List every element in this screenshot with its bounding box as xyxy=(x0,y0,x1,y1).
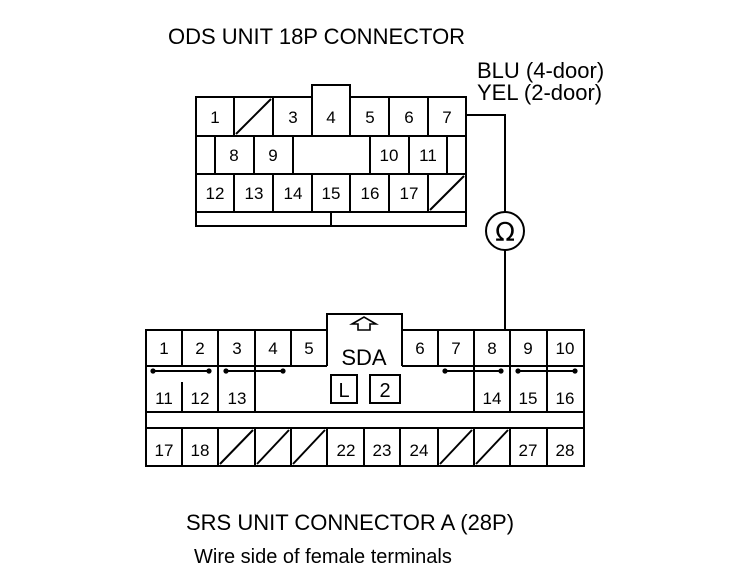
ods-pin: 15 xyxy=(322,184,341,203)
ods-pin: 3 xyxy=(288,108,297,127)
srs-connector-title: SRS UNIT CONNECTOR A (28P) xyxy=(186,510,515,535)
up-arrow-icon xyxy=(349,316,379,331)
test-wire xyxy=(466,114,506,330)
empty-cavity-slash xyxy=(429,175,465,211)
ods-pin: 17 xyxy=(400,184,419,203)
srs-pin: 9 xyxy=(523,339,532,358)
srs-pin: 11 xyxy=(155,389,173,408)
center-box-l xyxy=(330,374,358,404)
srs-pin: 5 xyxy=(304,339,313,358)
srs-pin: 12 xyxy=(191,389,210,408)
srs-pin: 3 xyxy=(232,339,241,358)
srs-connector xyxy=(145,313,585,467)
center-box-l-label: L xyxy=(338,380,349,402)
empty-cavity-slash xyxy=(235,98,272,135)
srs-pin: 23 xyxy=(373,441,392,460)
srs-pin: 24 xyxy=(410,441,429,460)
srs-pin: 27 xyxy=(519,441,538,460)
srs-pin: 15 xyxy=(519,389,538,408)
srs-pin: 16 xyxy=(556,389,575,408)
srs-pin: 18 xyxy=(191,441,210,460)
srs-pin: 1 xyxy=(159,339,168,358)
empty-cavity-slash xyxy=(439,429,473,465)
srs-pin: 28 xyxy=(556,441,575,460)
ods-pin: 9 xyxy=(268,146,277,165)
empty-cavity-slash xyxy=(475,429,509,465)
empty-cavity-slash xyxy=(256,429,290,465)
ods-pin: 5 xyxy=(365,108,374,127)
srs-pin: 22 xyxy=(337,441,356,460)
ods-pin: 4 xyxy=(326,108,335,127)
srs-pin: 2 xyxy=(195,339,204,358)
ods-pin: 1 xyxy=(210,108,219,127)
ohmmeter-icon xyxy=(485,211,525,251)
ods-pin: 11 xyxy=(419,146,437,165)
srs-pin: 14 xyxy=(483,389,502,408)
srs-pin: 7 xyxy=(451,339,460,358)
center-box-2-label: 2 xyxy=(379,380,390,402)
ods-pin: 7 xyxy=(442,108,451,127)
ods-pin: 13 xyxy=(245,184,264,203)
ods-connector xyxy=(195,84,467,227)
ods-pin: 12 xyxy=(206,184,225,203)
srs-pin: 10 xyxy=(556,339,575,358)
srs-pin: 13 xyxy=(228,389,247,408)
srs-pin: 6 xyxy=(415,339,424,358)
srs-pin: 8 xyxy=(487,339,496,358)
ods-pin: 10 xyxy=(380,146,399,165)
sda-label: SDA xyxy=(341,345,387,370)
ods-pin: 6 xyxy=(404,108,413,127)
empty-cavity-slash xyxy=(292,429,326,465)
wire-color-label-blu: BLU (4-door) xyxy=(477,58,605,83)
ods-pin: 8 xyxy=(229,146,238,165)
wire-color-label-yel: YEL (2-door) xyxy=(477,80,603,105)
srs-pin: 17 xyxy=(155,441,174,460)
srs-connector-subtitle: Wire side of female terminals xyxy=(194,546,452,568)
shorting-bar-dots xyxy=(150,368,578,374)
srs-pin: 4 xyxy=(268,339,277,358)
ods-pin: 14 xyxy=(284,184,303,203)
empty-cavity-slash xyxy=(219,429,254,465)
ods-pin: 16 xyxy=(361,184,380,203)
ods-connector-title: ODS UNIT 18P CONNECTOR xyxy=(168,24,466,49)
ohm-symbol: Ω xyxy=(495,218,515,248)
center-box-2 xyxy=(369,374,401,404)
